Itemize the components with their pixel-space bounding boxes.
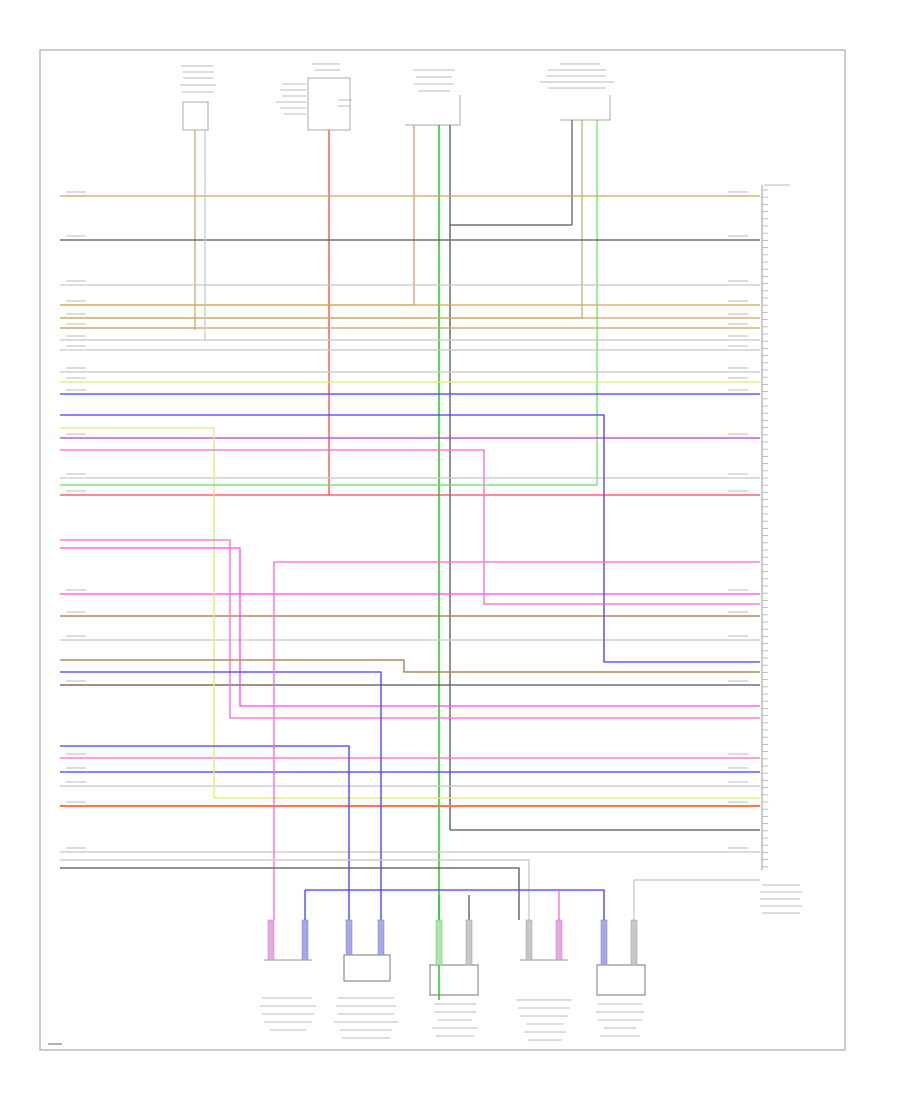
horizontal-wires — [60, 191, 760, 853]
top-component-4 — [540, 63, 614, 485]
right-connector — [760, 184, 802, 914]
bottom-component-2 — [334, 919, 398, 1039]
top-component-1 — [180, 65, 216, 330]
bottom-component-1 — [260, 919, 316, 1031]
bottom-components — [260, 919, 646, 1041]
bottom-component-5 — [596, 919, 646, 1037]
bottom-component-3 — [429, 919, 479, 1037]
vertical-wires — [60, 180, 760, 920]
top-component-2 — [276, 63, 352, 495]
bottom-component-4 — [516, 919, 572, 1041]
diagram-frame — [39, 49, 846, 1051]
